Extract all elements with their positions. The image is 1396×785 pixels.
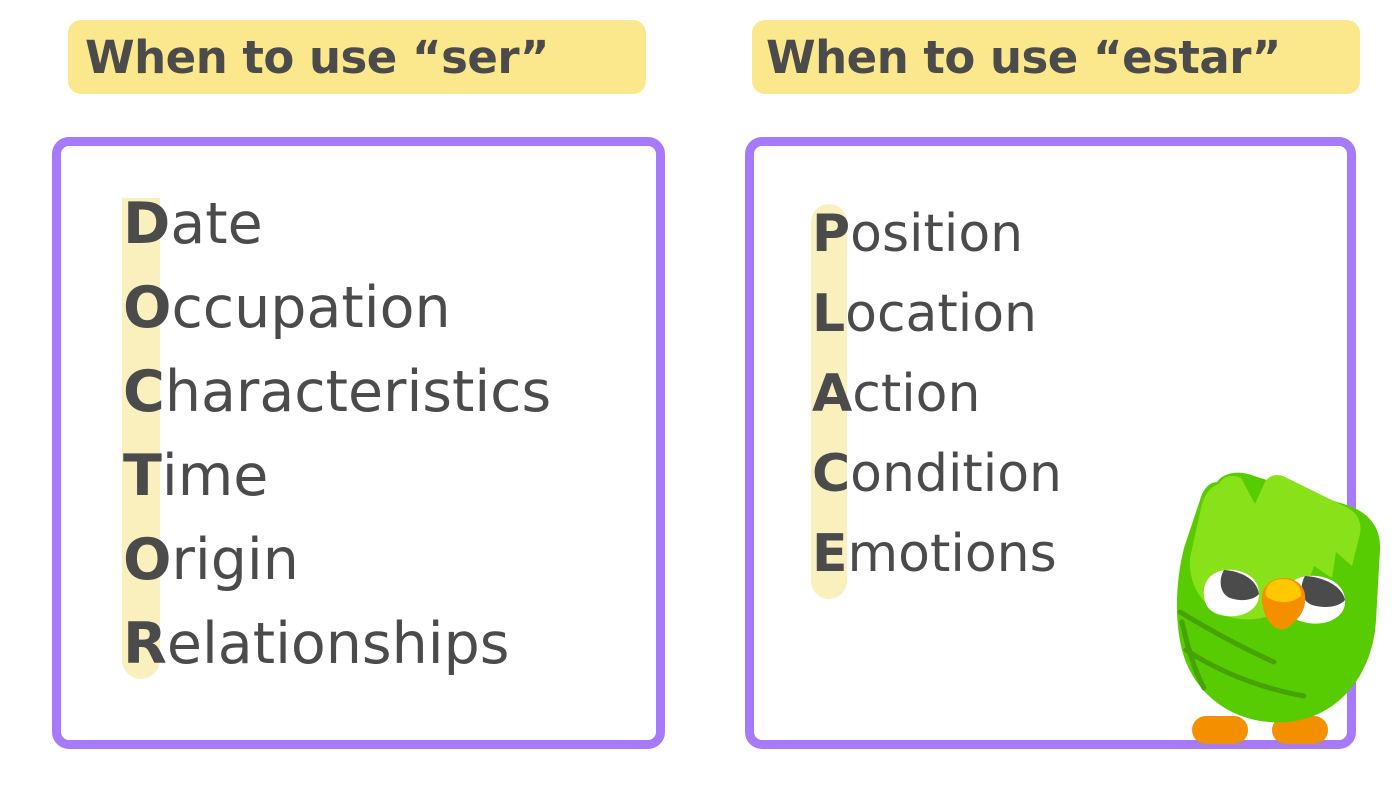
duo-owl-eye-left: [1203, 569, 1260, 617]
mnemonic-rest: ime: [161, 443, 269, 509]
mnemonic-rest: haracteristics: [164, 359, 552, 425]
mnemonic-initial: A: [812, 364, 853, 424]
mnemonic-rest: ate: [170, 191, 263, 257]
mnemonic-rest: ccupation: [171, 275, 451, 341]
mnemonic-initial: C: [123, 359, 165, 425]
list-item: T ime: [123, 448, 551, 532]
mnemonic-initial: T: [123, 443, 162, 509]
mnemonic-rest: ction: [852, 364, 981, 424]
header-title-estar: When to use “estar”: [766, 30, 1281, 84]
duo-owl-foot-right: [1272, 716, 1328, 744]
mnemonic-rest: elationships: [166, 611, 510, 677]
list-item: C ondition: [812, 448, 1062, 528]
mnemonic-rest: rigin: [171, 527, 299, 593]
duo-owl-beak: [1261, 578, 1306, 630]
duo-owl-mascot: [1162, 470, 1396, 770]
mnemonic-list-place: P osition L ocation A ction C ondition E…: [812, 208, 1062, 608]
mnemonic-initial: D: [123, 191, 171, 257]
list-item: D ate: [123, 196, 551, 280]
mnemonic-initial: E: [812, 524, 848, 584]
list-item: L ocation: [812, 288, 1062, 368]
header-title-ser: When to use “ser”: [85, 30, 549, 84]
mnemonic-initial: O: [123, 275, 172, 341]
mnemonic-rest: ondition: [850, 444, 1063, 504]
duo-owl-foot-left: [1192, 716, 1248, 744]
list-item: O ccupation: [123, 280, 551, 364]
mnemonic-list-doctor: D ate O ccupation C haracteristics T ime…: [123, 196, 551, 700]
duo-owl-wing-lines: [1177, 609, 1307, 699]
mnemonic-rest: ocation: [845, 284, 1038, 344]
header-pill-ser: When to use “ser”: [68, 20, 646, 94]
mnemonic-initial: O: [123, 527, 172, 593]
mnemonic-initial: P: [812, 204, 851, 264]
highlight-strip-place: [811, 204, 847, 599]
mnemonic-initial: L: [812, 284, 846, 344]
list-item: O rigin: [123, 532, 551, 616]
highlight-strip-doctor: [122, 198, 160, 679]
list-item: C haracteristics: [123, 364, 551, 448]
mnemonic-rest: motions: [847, 524, 1057, 584]
mnemonic-initial: C: [812, 444, 851, 504]
list-item: E motions: [812, 528, 1062, 608]
mnemonic-rest: osition: [850, 204, 1024, 264]
header-pill-estar: When to use “estar”: [752, 20, 1360, 94]
card-estar: P osition L ocation A ction C ondition E…: [745, 137, 1356, 749]
card-ser: D ate O ccupation C haracteristics T ime…: [52, 137, 665, 749]
mnemonic-initial: R: [123, 611, 167, 677]
list-item: P osition: [812, 208, 1062, 288]
list-item: A ction: [812, 368, 1062, 448]
list-item: R elationships: [123, 616, 551, 700]
